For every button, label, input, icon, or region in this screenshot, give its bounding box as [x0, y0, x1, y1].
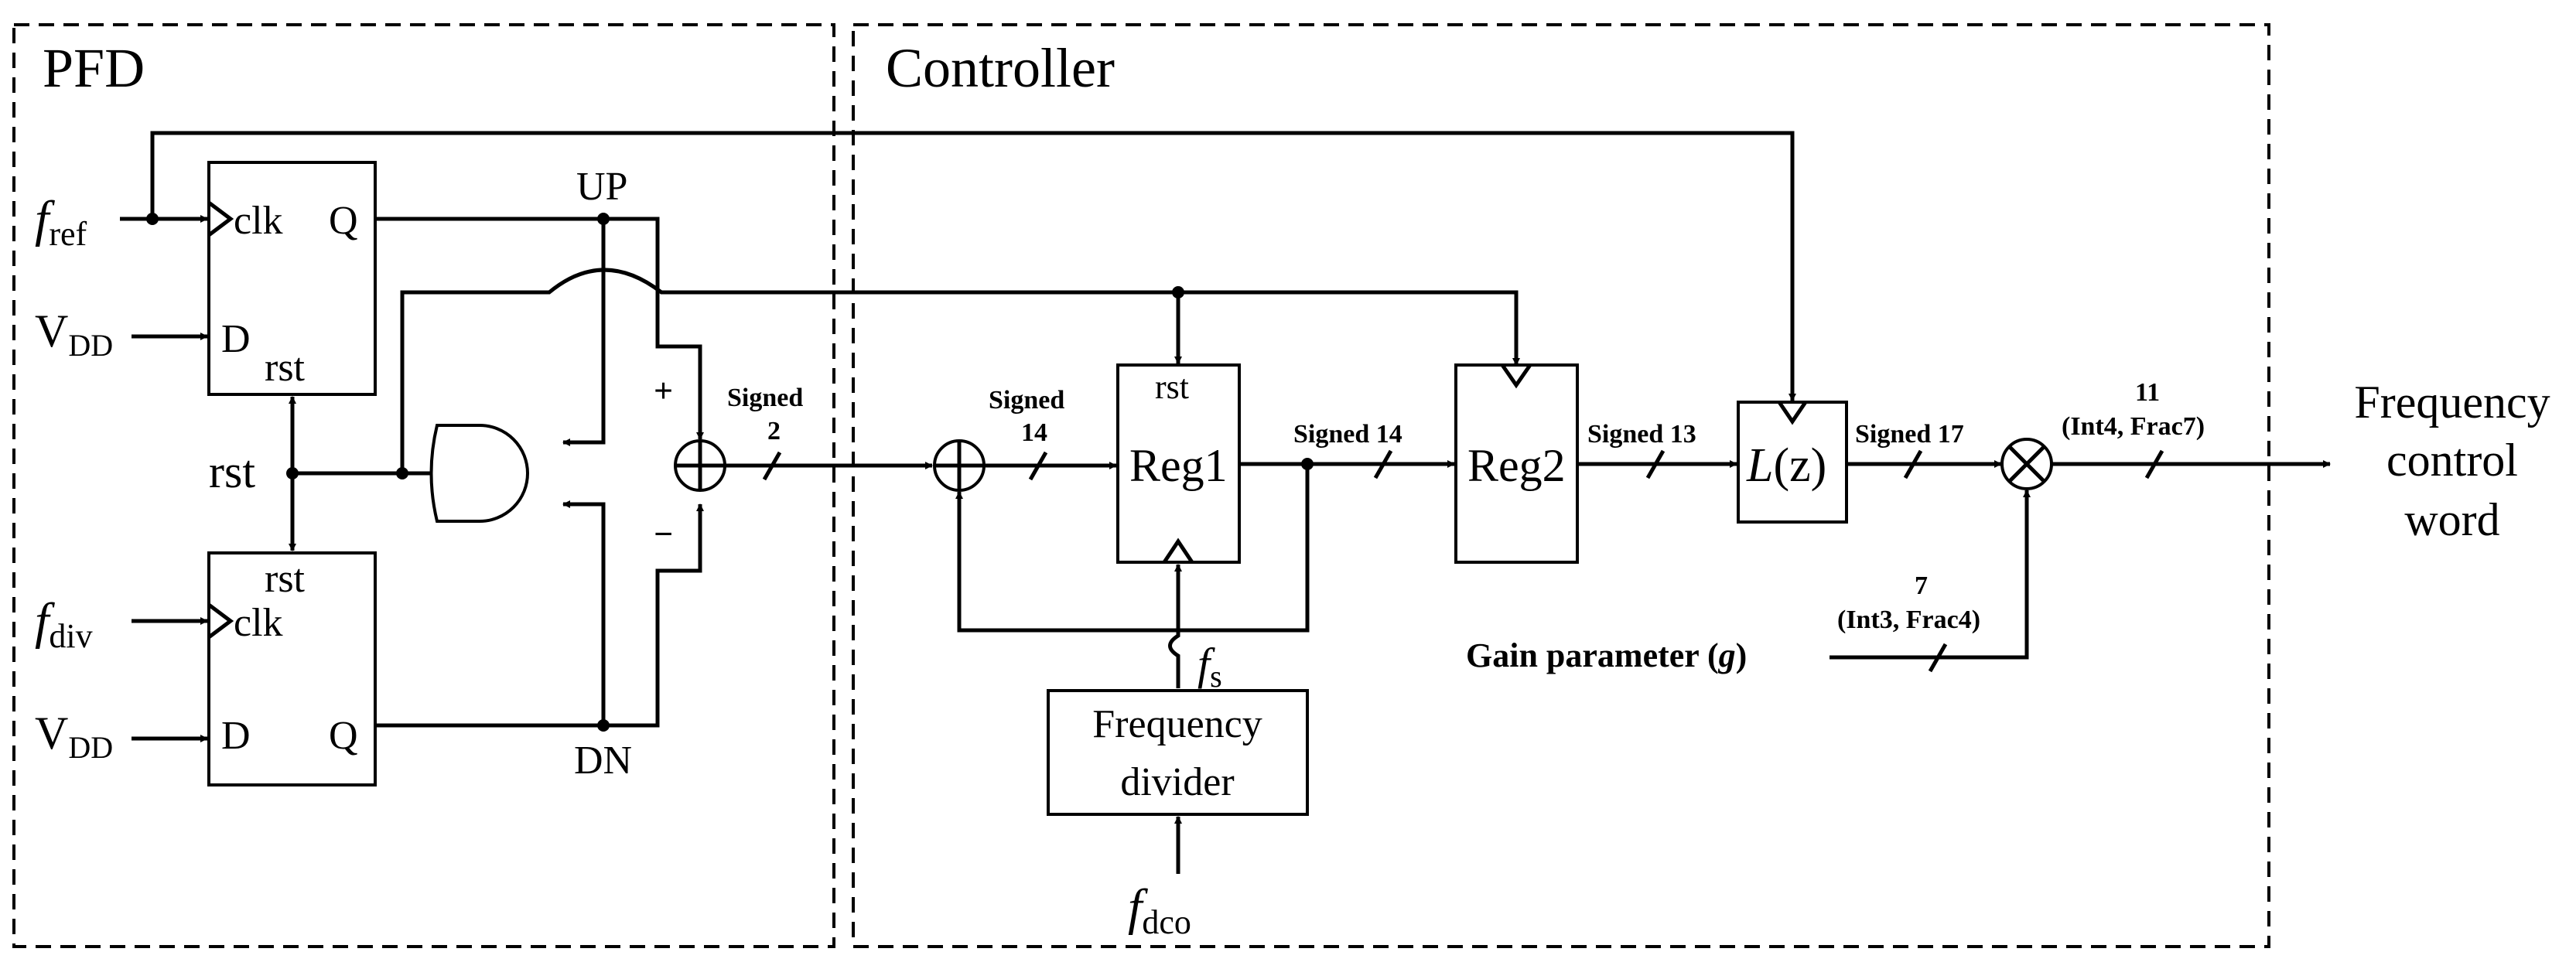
gain-input-wire — [1830, 490, 2031, 660]
controller-section-title: Controller — [886, 37, 1115, 99]
pfd-summer-minus: − — [654, 515, 673, 553]
fref-label: fref — [35, 191, 87, 253]
lz-bus-slash — [1903, 449, 1923, 479]
reg2-block — [1454, 363, 1579, 564]
fs-label: fs — [1197, 639, 1222, 694]
acc-bus-label-2: 14 — [1021, 418, 1047, 447]
vdd2-label: VDD — [35, 708, 113, 765]
flip-flop-up — [207, 161, 377, 396]
reg1-bus-slash — [1373, 449, 1393, 479]
reg2-label: Reg2 — [1467, 440, 1566, 491]
dn-to-and-wire — [562, 500, 606, 725]
pfd-bus-label-2: 2 — [767, 417, 781, 445]
pfd-section-title: PFD — [43, 37, 145, 99]
rst-junction-left — [286, 467, 299, 479]
pfd-summer-plus: + — [654, 372, 673, 410]
mult-cross-2 — [2007, 445, 2046, 483]
output-label-line3: word — [2404, 494, 2499, 545]
ff2-rst-label: rst — [265, 557, 306, 601]
vdd1-label: VDD — [35, 305, 113, 363]
lz-bus-label: Signed 17 — [1855, 420, 1964, 449]
rst-label: rst — [209, 446, 255, 497]
controller-section-border — [852, 23, 2270, 948]
reg1-clock-triangle-icon — [1162, 537, 1194, 564]
up-wire — [375, 217, 704, 440]
reg2-bus-label: Signed 13 — [1587, 420, 1696, 449]
pfd-bus-slash — [762, 451, 782, 481]
gain-bus-slash — [1928, 643, 1948, 673]
ff1-clk-label: clk — [234, 199, 283, 243]
accumulator-feedback-wire — [955, 464, 1310, 633]
dn-wire — [375, 503, 704, 728]
pfd-section-border — [12, 23, 835, 948]
pfd-bus-label-1: Signed — [727, 384, 803, 412]
reg2-bus-slash — [1645, 449, 1666, 479]
reg1-bus-label: Signed 14 — [1293, 420, 1402, 449]
mult-bus-label-2: (Int4, Frac7) — [2062, 412, 2205, 441]
reg1-rst-junction — [1172, 286, 1184, 299]
freq-divider-line1: Frequency — [1092, 702, 1262, 746]
fs-clock-wire — [1168, 564, 1182, 688]
reg1-label: Reg1 — [1129, 440, 1228, 491]
and-gate — [429, 424, 529, 523]
output-label-line2: control — [2386, 435, 2518, 486]
fdco-label: fdco — [1128, 879, 1191, 941]
acc-bus-label-1: Signed — [989, 386, 1064, 415]
gain-bus-label-1: 7 — [1915, 572, 1928, 600]
up-label: UP — [576, 165, 627, 209]
ff2-d-label: D — [221, 714, 251, 758]
reg1-block — [1116, 363, 1241, 564]
frequency-divider-block — [1047, 689, 1309, 816]
lz-label: L(z) — [1746, 439, 1826, 492]
ff1-rst-label: rst — [265, 346, 306, 390]
gain-parameter-label: Gain parameter (g) — [1466, 636, 1747, 674]
flip-flop-dn — [207, 551, 377, 786]
reg2-clock-triangle-icon — [1500, 363, 1532, 389]
ff2-clk-label: clk — [234, 601, 283, 645]
mult-bus-label-1: 11 — [2135, 378, 2160, 407]
fdiv-label: fdiv — [35, 593, 93, 655]
ff1-q-label: Q — [329, 199, 358, 243]
output-label-line1: Frequency — [2354, 377, 2550, 428]
gain-bus-label-2: (Int3, Frac4) — [1837, 606, 1980, 634]
dn-label: DN — [574, 739, 632, 783]
ff1-clock-triangle-icon — [207, 201, 234, 237]
lz-clock-triangle-icon — [1777, 401, 1808, 425]
mult-bus-slash — [2144, 449, 2164, 479]
freq-divider-line2: divider — [1120, 760, 1234, 804]
ff2-q-label: Q — [329, 714, 358, 758]
reg1-rst-label: rst — [1155, 368, 1189, 406]
up-to-and-wire — [562, 219, 606, 446]
ff1-d-label: D — [221, 317, 251, 361]
acc-bus-slash — [1028, 451, 1048, 481]
ff2-clock-triangle-icon — [207, 603, 234, 639]
fref-to-lz-wire — [150, 131, 1796, 401]
